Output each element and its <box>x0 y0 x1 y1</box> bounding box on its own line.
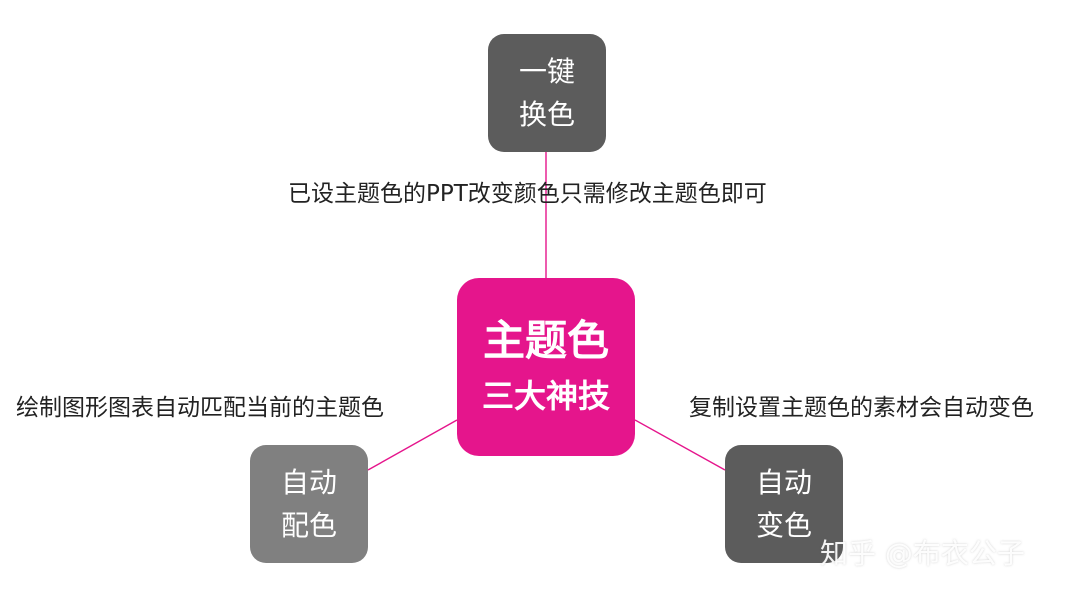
node-auto-color-match: 自动 配色 <box>250 445 368 563</box>
node-left-line2: 配色 <box>280 509 337 542</box>
center-subtitle: 三大神技 <box>481 376 610 415</box>
node-one-click-recolor: 一键 换色 <box>488 34 606 152</box>
node-top-line2: 换色 <box>518 98 575 131</box>
watermark: 知乎 @布衣公子 <box>820 537 1025 570</box>
node-right-line2: 变色 <box>755 509 812 542</box>
node-auto-color-change: 自动 变色 <box>725 445 843 563</box>
connector-left <box>367 419 458 471</box>
center-title: 主题色 <box>482 316 609 365</box>
connector-right <box>634 419 726 471</box>
node-right-line1: 自动 <box>755 465 812 499</box>
node-center-theme-color: 主题色 三大神技 <box>457 278 635 456</box>
caption-left: 绘制图形图表自动匹配当前的主题色 <box>16 395 384 421</box>
caption-right: 复制设置主题色的素材会自动变色 <box>689 395 1034 421</box>
node-left-line1: 自动 <box>280 465 337 499</box>
node-top-line1: 一键 <box>518 54 575 88</box>
caption-top: 已设主题色的PPT改变颜色只需修改主题色即可 <box>288 181 767 207</box>
